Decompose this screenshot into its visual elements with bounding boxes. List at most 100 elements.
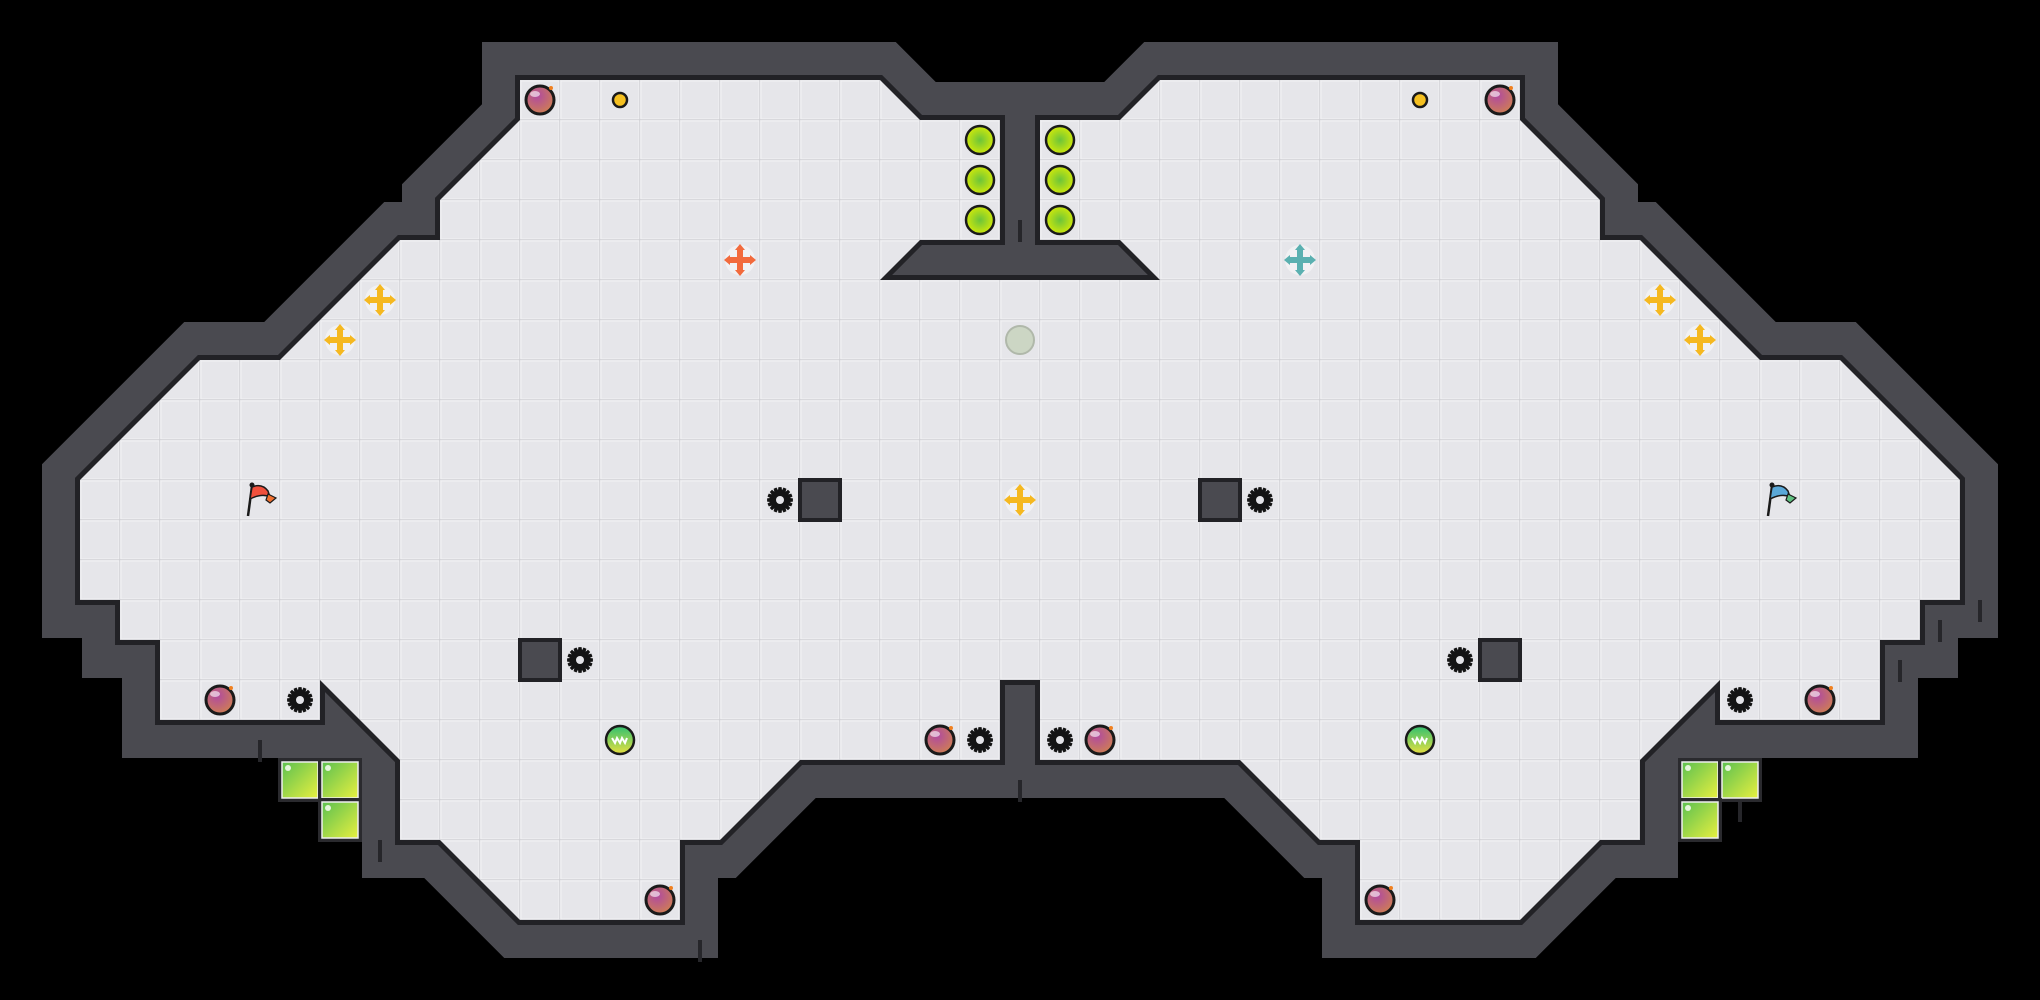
boost-cross [1650,290,1670,310]
spike-hole [1256,496,1264,504]
powerup-teeth [1411,735,1428,746]
boost-icon [1684,324,1716,356]
spike-hole [976,736,984,744]
bomb-fuse [669,886,673,890]
bomb-shine [650,891,660,897]
powerup-icon [604,724,636,756]
spike-hole [1456,656,1464,664]
gate-tile [318,798,362,842]
wall-block [798,478,842,522]
bomb-fuse [1109,726,1113,730]
bomb-fuse [1829,686,1833,690]
orb-icon [1044,204,1076,236]
spike-icon [567,647,593,673]
boost-icon [364,284,396,316]
bomb-icon [204,684,236,716]
bomb-body [1484,84,1516,116]
wall-blocks [518,478,1522,682]
bomb-shine [1370,891,1380,897]
wall-block [1198,478,1242,522]
bomb-body [204,684,236,716]
bomb-shine [1810,691,1820,697]
bomb-body [524,84,556,116]
orb-icon [964,124,996,156]
bomb-fuse [229,686,233,690]
bomb-shine [530,91,540,97]
gate-shine [325,765,331,771]
coin-icon [1411,91,1429,109]
powerup-teeth [611,735,628,746]
boost-cross [330,330,350,350]
bomb-body [1364,884,1396,916]
red-flag [246,482,278,517]
bomb-icon [924,724,956,756]
boost-icon [1644,284,1676,316]
bomb-body [1084,724,1116,756]
spike-icon [1447,647,1473,673]
flag-tail [265,493,278,504]
bomb-fuse [949,726,953,730]
boost-icon [324,324,356,356]
coin-icon [611,91,629,109]
powerup-icon [1404,724,1436,756]
orb-icon [1044,124,1076,156]
boost-icon [1004,484,1036,516]
bomb-shine [210,691,220,697]
gate-tile [1678,798,1722,842]
portal-icon [1005,325,1035,355]
spike-icon [1727,687,1753,713]
bomb-icon [1804,684,1836,716]
gate-shine [1685,805,1691,811]
spike-icon [287,687,313,713]
boost-cross [1290,250,1310,270]
bomb-fuse [1509,86,1513,90]
powerup-body [604,724,636,756]
bomb-shine [1090,731,1100,737]
bomb-body [644,884,676,916]
gate-shine [325,805,331,811]
flag-tail [1785,493,1798,504]
bomb-fuse [549,86,553,90]
gate-tile [278,758,322,802]
boost-cross [370,290,390,310]
gate-shine [1685,765,1691,771]
gate-shine [285,765,291,771]
orb-icon [1044,164,1076,196]
gate-tile [1718,758,1762,802]
orb-icon [964,204,996,236]
powerup-body [1404,724,1436,756]
bomb-fuse [1389,886,1393,890]
wall-block [518,638,562,682]
bomb-icon [1084,724,1116,756]
blue-flag [1766,482,1798,517]
boost-cross [730,250,750,270]
gate-shine [1725,765,1731,771]
spike-icon [767,487,793,513]
boost-cross [1690,330,1710,350]
spike-hole [776,496,784,504]
spike-hole [576,656,584,664]
bomb-icon [1364,884,1396,916]
map-items [204,84,1836,916]
gate-tile [1678,758,1722,802]
gate-tile [318,758,362,802]
bomb-body [1804,684,1836,716]
spike-hole [296,696,304,704]
bomb-icon [1484,84,1516,116]
bomb-shine [930,731,940,737]
spike-icon [1247,487,1273,513]
orb-icon [964,164,996,196]
red-boost-icon [724,244,756,276]
wall-block [1478,638,1522,682]
gate-fill [321,761,359,799]
bomb-icon [644,884,676,916]
blue-boost-icon [1284,244,1316,276]
spike-hole [1056,736,1064,744]
bomb-body [924,724,956,756]
spike-icon [967,727,993,753]
bomb-shine [1490,91,1500,97]
bomb-icon [524,84,556,116]
boost-cross [1010,490,1030,510]
spike-icon [1047,727,1073,753]
